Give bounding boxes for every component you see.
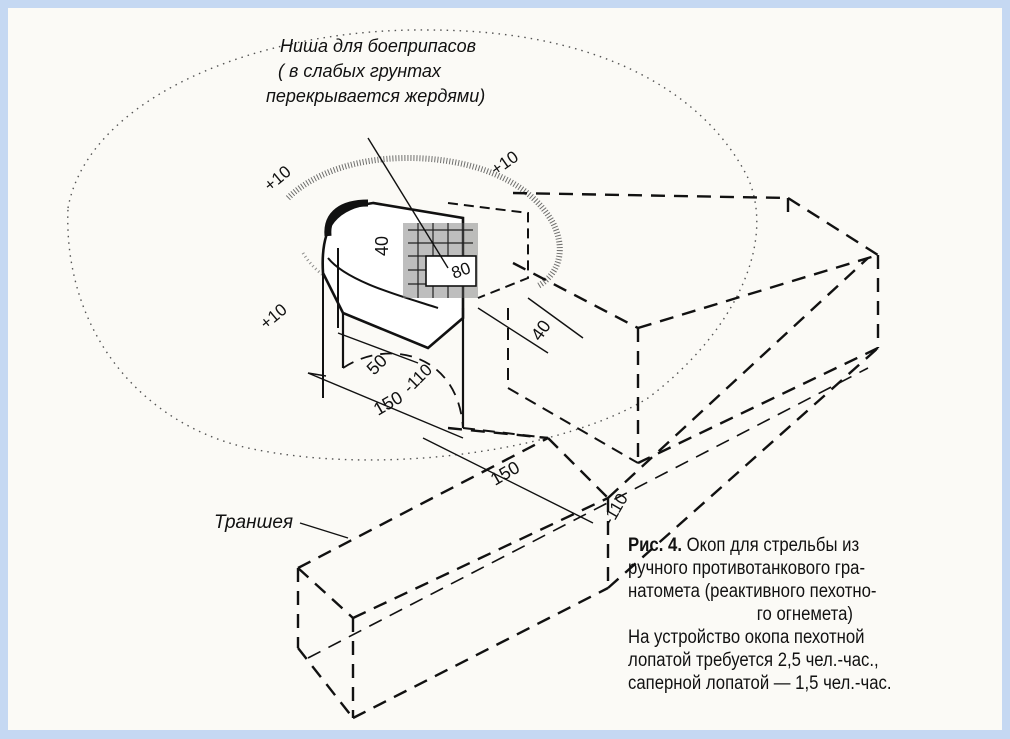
caption-title-line3: натомета (реактивного пехотно-	[628, 581, 877, 602]
dim-pit-step: 50	[363, 351, 391, 379]
caption-label: Рис. 4.	[628, 535, 682, 556]
rear-ditch-box	[512, 191, 880, 465]
niche-label-line1: Ниша для боеприпасов	[280, 36, 476, 56]
dim-trench-depth: -110	[599, 490, 632, 528]
caption-title-line4: го огнемета)	[756, 604, 853, 625]
ground-mark-1: +10	[260, 162, 294, 195]
figure-page: Ниша для боеприпасов ( в слабых грунтах …	[8, 8, 1002, 730]
dim-pit-depth: -110	[399, 360, 436, 397]
firing-pit	[321, 199, 639, 464]
dim-pit-width: 150	[370, 387, 406, 419]
caption-title-line1: Рис. 4. Окоп для стрельбы из	[628, 534, 947, 557]
ground-mark-3: +10	[256, 300, 290, 333]
ammo-niche	[403, 202, 529, 299]
dimension-lines	[307, 137, 594, 524]
caption-title-line2: ручного противотанкового гра-	[628, 558, 866, 579]
dim-niche-height: 40	[372, 236, 392, 256]
trench-leader-line	[299, 522, 349, 539]
niche-label-line2: ( в слабых грунтах	[278, 61, 442, 81]
caption-note-line3: саперной лопатой — 1,5 чел.-час.	[628, 673, 892, 694]
trench-box	[296, 257, 879, 720]
dim-niche-depth: 40	[527, 316, 555, 344]
caption-note-line2: лопатой требуется 2,5 чел.-час.,	[628, 650, 879, 671]
figure-caption: Рис. 4. Окоп для стрельбы из ручного про…	[628, 534, 947, 695]
foxhole-diagram: Ниша для боеприпасов ( в слабых грунтах …	[67, 29, 880, 720]
caption-title-text1: Окоп для стрельбы из	[686, 535, 860, 556]
caption-note-line1: На устройство окопа пехотной	[628, 627, 865, 648]
trench-label: Траншея	[214, 512, 293, 533]
niche-label-line3: перекрывается жердями)	[266, 86, 485, 106]
